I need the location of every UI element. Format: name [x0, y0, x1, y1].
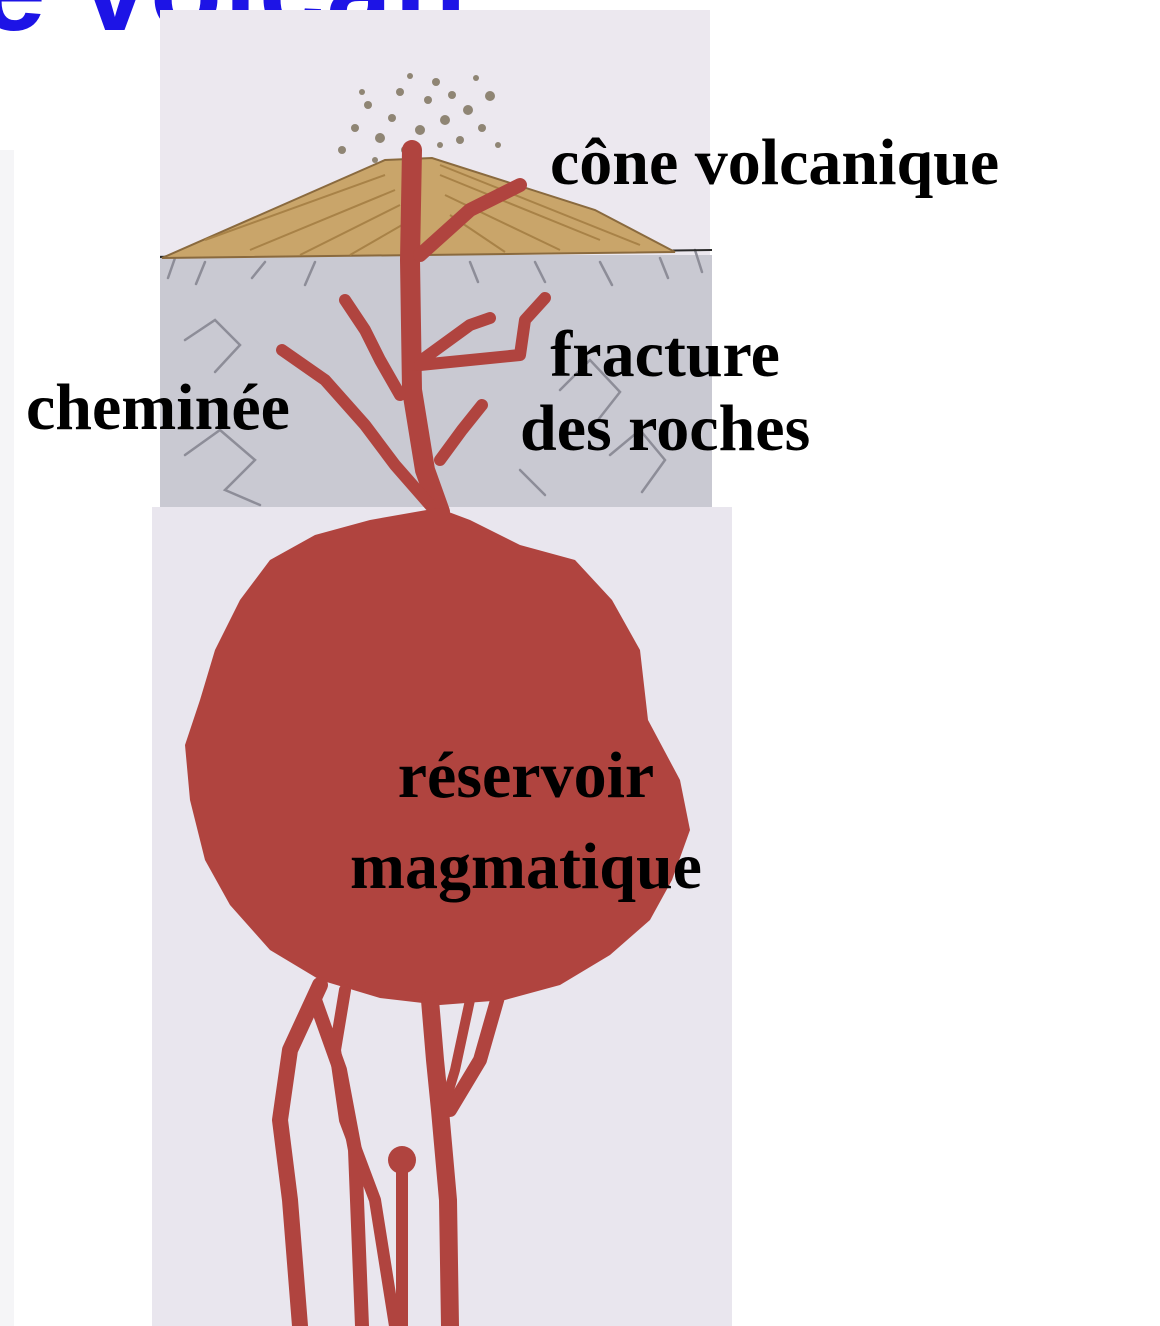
conduit-bulb — [388, 1146, 416, 1174]
left-edge-strip — [0, 150, 14, 1326]
label-fracture-des-roches: fracture des roches — [520, 318, 810, 466]
label-fracture-line2: des roches — [520, 392, 810, 466]
label-reservoir-line1: réservoir — [350, 730, 702, 821]
label-fracture-line1: fracture — [520, 318, 810, 392]
label-cheminee: cheminée — [26, 375, 290, 441]
label-reservoir-line2: magmatique — [350, 821, 702, 912]
label-cone-volcanique: cône volcanique — [550, 130, 999, 196]
label-reservoir-magmatique: réservoir magmatique — [350, 730, 702, 912]
